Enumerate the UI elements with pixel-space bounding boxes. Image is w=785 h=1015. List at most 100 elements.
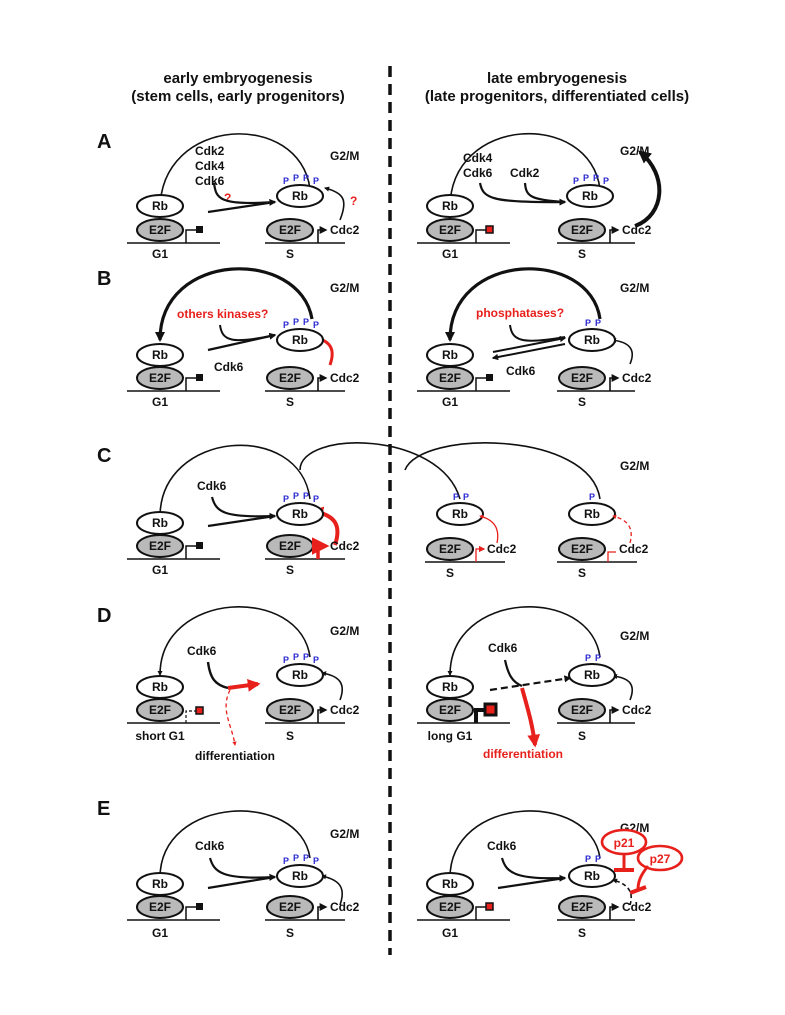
g1-module: Rb E2F G1 (417, 343, 510, 409)
svg-text:Cdc2: Cdc2 (330, 539, 360, 553)
svg-text:S: S (578, 729, 586, 743)
panel-e-left: G2/M Cdk6 Rb E2F G1 Rb P P P P E2F Cdc2 (127, 810, 360, 940)
cycle-arc-middle (299, 442, 461, 500)
s-module: Rb P P E2F Cdc2 S (557, 653, 652, 743)
svg-text:P: P (303, 317, 309, 327)
cycle-arc (157, 810, 311, 880)
reverse-arrow (491, 343, 566, 361)
svg-text:G1: G1 (152, 563, 168, 577)
cdk2-label: Cdk2 (510, 166, 540, 180)
g1-module: Rb E2F short G1 (127, 675, 220, 743)
svg-text:Rb: Rb (292, 507, 308, 521)
g2m-label: G2/M (620, 629, 649, 643)
rb-oval (136, 194, 184, 218)
cdc2-to-rb-arrow (324, 186, 345, 221)
cdk6-line (206, 661, 229, 690)
svg-text:P: P (313, 176, 319, 186)
svg-text:S: S (286, 563, 294, 577)
panel-b-left: others kinases? G2/M Cdk6 Rb E2F G1 Rb P… (127, 267, 360, 409)
cycle-arc (447, 606, 601, 677)
differentiation-label-red: differentiation (483, 747, 563, 761)
g2m-label: G2/M (330, 827, 359, 841)
header-right-line1: late embryogenesis (487, 70, 627, 87)
svg-text:Cdc2: Cdc2 (330, 703, 360, 717)
cycle-arc (447, 132, 601, 210)
svg-text:E2F: E2F (279, 371, 301, 385)
svg-text:G1: G1 (152, 926, 168, 940)
panel-letter-c: C (97, 445, 111, 467)
g2m-label: G2/M (620, 459, 649, 473)
svg-text:P: P (283, 320, 289, 330)
cycle-arc-left (157, 444, 311, 519)
s-module: Rb P P P P E2F Cdc2 S (557, 173, 652, 261)
kinase-line (207, 200, 276, 214)
p21-label: p21 (614, 836, 635, 850)
svg-text:P: P (453, 492, 459, 502)
svg-text:S: S (446, 566, 454, 580)
e2f-label: E2F (279, 223, 301, 237)
red-kinase-arrow (227, 679, 261, 692)
svg-text:P: P (573, 176, 579, 186)
svg-text:Cdc2: Cdc2 (487, 542, 517, 556)
g1-module: Rb E2F G1 (417, 872, 510, 940)
svg-text:P: P (303, 173, 309, 183)
thick-arrow-g2m (634, 150, 662, 228)
long-g1-label: long G1 (428, 729, 473, 743)
cdc2-arrow (611, 673, 634, 701)
svg-text:Rb: Rb (584, 333, 600, 347)
cycle-arc-thick (444, 267, 602, 343)
g2m-label: G2/M (330, 281, 359, 295)
svg-text:Rb: Rb (584, 869, 600, 883)
panel-d-left: G2/M Cdk6 differentiation Rb E2F short G… (127, 606, 360, 763)
kinase-arrow (478, 182, 567, 206)
svg-text:P: P (303, 652, 309, 662)
svg-text:Cdc2: Cdc2 (622, 703, 652, 717)
s-module: Rb P P P P E2F Cdc2 S (265, 853, 360, 940)
panel-letter-e: E (97, 798, 110, 820)
svg-text:Cdc2: Cdc2 (619, 542, 649, 556)
g2m-label: G2/M (620, 281, 649, 295)
question-mark: ? (350, 194, 357, 208)
svg-text:E2F: E2F (279, 703, 301, 717)
svg-text:Rb: Rb (152, 877, 168, 891)
forward-arrow (492, 335, 567, 353)
s-module: Rb P P P P E2F Cdc2 S (265, 173, 360, 261)
svg-text:S: S (286, 729, 294, 743)
cdc2-label: Cdc2 (330, 223, 360, 237)
cdk6-line (503, 659, 523, 688)
svg-text:G1: G1 (442, 926, 458, 940)
rb-label: Rb (152, 199, 168, 213)
cdk6-label: Cdk6 (487, 839, 517, 853)
cdk6-arrow (500, 857, 567, 882)
svg-text:P: P (293, 652, 299, 662)
panel-a-left: Cdk2 Cdk4 Cdk6 ? G2/M ? Rb E2F G1 Rb P P… (127, 133, 360, 261)
svg-text:S: S (286, 395, 294, 409)
differentiation-label: differentiation (195, 749, 275, 763)
cdc2-arrow (321, 874, 344, 906)
svg-text:E2F: E2F (439, 542, 461, 556)
cdc2-arrow (320, 671, 344, 701)
svg-text:P: P (585, 653, 591, 663)
svg-text:E2F: E2F (149, 371, 171, 385)
rb-oval (276, 184, 324, 208)
panel-e-right: G2/M Cdk6 p21 p27 Rb E2F G1 Rb P P (417, 810, 684, 940)
svg-text:S: S (578, 566, 586, 580)
svg-text:E2F: E2F (439, 371, 461, 385)
svg-text:E2F: E2F (571, 703, 593, 717)
svg-text:P: P (293, 491, 299, 501)
s-module: Rb P P E2F Cdc2 S (557, 854, 652, 940)
cdk6-arrow (210, 496, 277, 520)
g1-module: Rb E2F long G1 (417, 675, 510, 743)
kinase-path (509, 324, 566, 342)
svg-text:G1: G1 (442, 247, 458, 261)
g1-module: Rb E2F G1 (127, 194, 220, 261)
g1-module: Rb E2F G1 (417, 194, 510, 261)
cdk4-label: Cdk4 (463, 151, 493, 165)
rb-label: Rb (292, 189, 308, 203)
svg-text:P: P (463, 492, 469, 502)
dashed-cdc2-arrow (612, 878, 632, 906)
panel-letter-a: A (97, 131, 111, 153)
svg-text:Rb: Rb (152, 680, 168, 694)
panel-letter-b: B (97, 268, 111, 290)
cdc2-arrow (610, 337, 634, 365)
